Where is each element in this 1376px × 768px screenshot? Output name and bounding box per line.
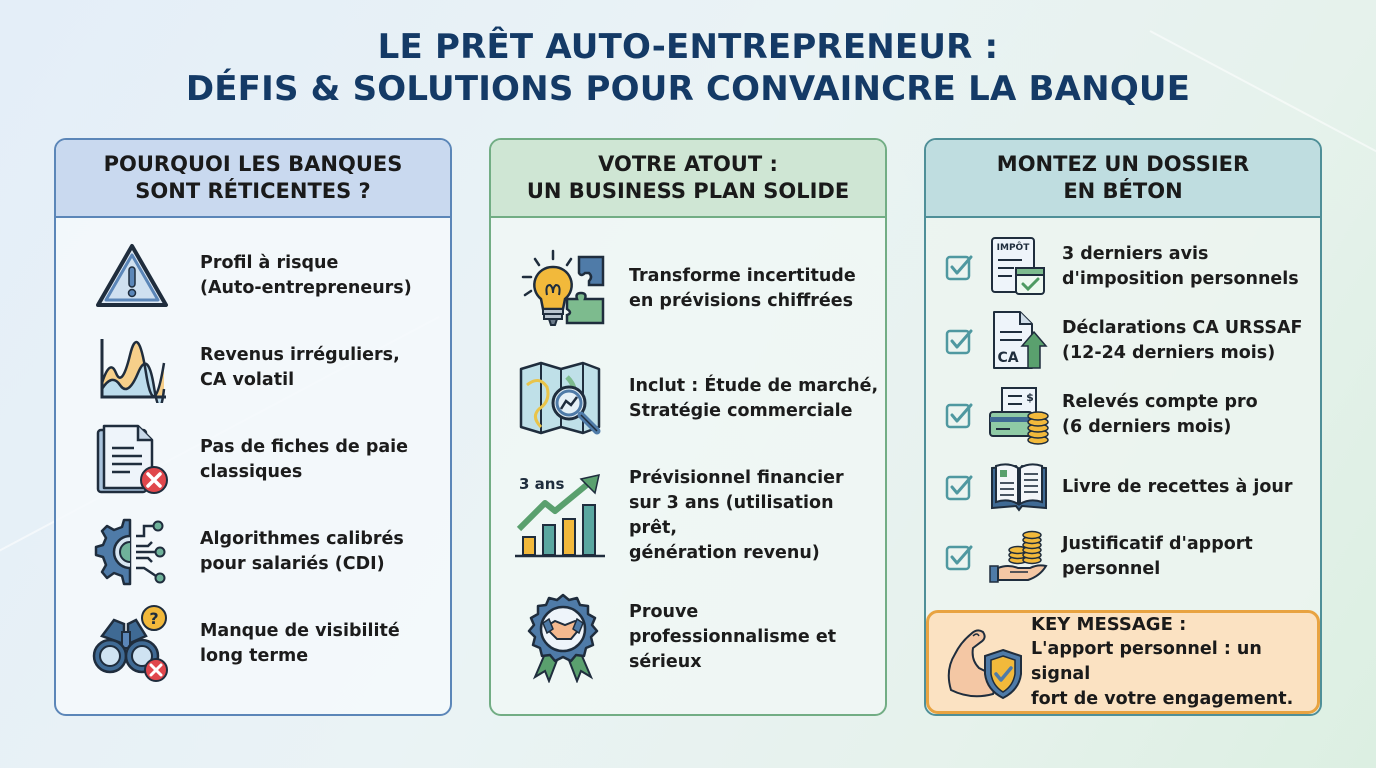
- document-rejected-icon: [92, 420, 172, 500]
- item-text: (12-24 derniers mois): [1062, 343, 1276, 363]
- item-text: Prouve: [629, 601, 699, 622]
- checkbox-checked-icon[interactable]: [944, 326, 974, 356]
- list-item: Prouve professionnalisme et sérieux: [515, 592, 837, 683]
- item-text: Algorithmes calibrés: [200, 529, 404, 549]
- svg-text:IMPÔT: IMPÔT: [997, 241, 1031, 253]
- list-item: Algorithmes calibrés pour salariés (CDI): [92, 512, 404, 592]
- checklist-item[interactable]: $ Relevés compte pro (6 derniers mois): [944, 384, 1258, 446]
- item-text: en prévisions chiffrées: [629, 291, 854, 311]
- item-text: Profil à risque: [200, 253, 339, 273]
- checklist-item[interactable]: Justificatif d'apport personnel: [944, 526, 1253, 588]
- header-line-1: MONTEZ UN DOSSIER: [996, 152, 1250, 176]
- checkbox-checked-icon[interactable]: [944, 400, 974, 430]
- list-item: Inclut : Étude de marché, Stratégie comme…: [515, 354, 878, 444]
- item-text: sérieux: [629, 651, 702, 672]
- item-text: classiques: [200, 462, 303, 482]
- item-text: Stratégie commerciale: [629, 401, 853, 421]
- column-header: MONTEZ UN DOSSIER EN BÉTON: [926, 140, 1320, 218]
- item-text: personnel: [1062, 559, 1161, 579]
- item-text: Déclarations CA URSSAF: [1062, 318, 1303, 338]
- checklist-item[interactable]: IMPÔT 3 derniers avis d'imposition person…: [944, 236, 1299, 298]
- item-text: professionnalisme et: [629, 626, 837, 647]
- svg-text:CA: CA: [997, 350, 1018, 366]
- item-text: Livre de recettes à jour: [1062, 476, 1293, 497]
- handshake-badge-icon: [515, 592, 611, 683]
- item-text: Manque de visibilité: [200, 621, 400, 641]
- header-line-2: EN BÉTON: [1063, 179, 1183, 203]
- column-header: VOTRE ATOUT : UN BUSINESS PLAN SOLIDE: [491, 140, 885, 218]
- title-line-2: DÉFIS & SOLUTIONS POUR CONVAINCRE LA BAN…: [185, 69, 1191, 109]
- header-line-2: SONT RÉTICENTES ?: [135, 179, 371, 203]
- lightbulb-puzzle-icon: [515, 244, 611, 334]
- item-text: Pas de fiches de paie: [200, 437, 409, 457]
- column-business-plan: VOTRE ATOUT : UN BUSINESS PLAN SOLIDE Tra…: [489, 138, 887, 716]
- warning-triangle-icon: [92, 236, 172, 316]
- growth-chart-icon: 3 ans: [515, 471, 611, 561]
- column-bank-reluctance: POURQUOI LES BANQUES SONT RÉTICENTES ? Pr…: [54, 138, 452, 716]
- binoculars-question-icon: ?: [92, 604, 172, 684]
- item-text: Justificatif d'apport: [1062, 534, 1253, 554]
- key-message-text: L'apport personnel : un signal: [1031, 639, 1262, 684]
- item-text: (6 derniers mois): [1062, 417, 1232, 437]
- item-text: sur 3 ans (utilisation prêt,: [629, 493, 834, 538]
- list-item: 3 ans Prévisionnel financier sur 3 ans (u…: [515, 466, 885, 566]
- hand-coins-icon: [988, 526, 1050, 588]
- key-message-text: fort de votre engagement.: [1031, 689, 1294, 709]
- checkbox-checked-icon[interactable]: [944, 542, 974, 572]
- item-text: Revenus irréguliers,: [200, 345, 400, 365]
- item-text: 3 derniers avis: [1062, 244, 1209, 264]
- list-item: Transforme incertitude en prévisions chif…: [515, 244, 856, 334]
- volatile-chart-icon: [92, 328, 172, 408]
- item-text: CA volatil: [200, 370, 295, 390]
- bank-statement-icon: $: [988, 384, 1050, 446]
- item-text: génération revenu): [629, 543, 820, 563]
- checklist-item[interactable]: CA Déclarations CA URSSAF (12-24 derniers…: [944, 310, 1302, 372]
- svg-text:?: ?: [149, 609, 158, 628]
- item-text: long terme: [200, 646, 309, 666]
- item-text: pour salariés (CDI): [200, 554, 385, 574]
- map-magnifier-icon: [515, 354, 611, 444]
- list-item: Revenus irréguliers, CA volatil: [92, 328, 400, 408]
- header-line-2: UN BUSINESS PLAN SOLIDE: [526, 179, 850, 203]
- page-title: LE PRÊT AUTO-ENTREPRENEUR : DÉFIS & SOLU…: [0, 26, 1376, 110]
- item-text: Prévisionnel financier: [629, 468, 844, 488]
- title-line-1: LE PRÊT AUTO-ENTREPRENEUR :: [377, 27, 999, 67]
- header-line-1: POURQUOI LES BANQUES: [103, 152, 403, 176]
- column-header: POURQUOI LES BANQUES SONT RÉTICENTES ?: [56, 140, 450, 218]
- list-item: Pas de fiches de paie classiques: [92, 420, 408, 500]
- item-text: Transforme incertitude: [629, 266, 856, 286]
- key-message-box: KEY MESSAGE : L'apport personnel : un si…: [926, 610, 1320, 714]
- open-book-icon: [988, 456, 1050, 518]
- header-line-1: VOTRE ATOUT :: [598, 152, 778, 176]
- item-text: d'imposition personnels: [1062, 269, 1299, 289]
- tax-notice-icon: IMPÔT: [988, 236, 1050, 298]
- svg-text:$: $: [1026, 391, 1034, 404]
- checkbox-checked-icon[interactable]: [944, 472, 974, 502]
- ca-declaration-icon: CA: [988, 310, 1050, 372]
- key-message-title: KEY MESSAGE :: [1031, 614, 1187, 635]
- item-text: Relevés compte pro: [1062, 392, 1258, 412]
- column-solid-file: MONTEZ UN DOSSIER EN BÉTON IMPÔT 3 dernie…: [924, 138, 1322, 716]
- checklist-item[interactable]: Livre de recettes à jour: [944, 456, 1293, 518]
- item-text: Inclut : Étude de marché,: [629, 376, 879, 396]
- strong-arm-shield-icon: [943, 620, 1027, 704]
- chart-label: 3 ans: [519, 475, 564, 493]
- checkbox-checked-icon[interactable]: [944, 252, 974, 282]
- gear-algorithm-icon: [92, 512, 172, 592]
- item-text: (Auto-entrepreneurs): [200, 278, 412, 298]
- list-item: Profil à risque (Auto-entrepreneurs): [92, 236, 412, 316]
- list-item: ? Manque de visibilité long terme: [92, 604, 400, 684]
